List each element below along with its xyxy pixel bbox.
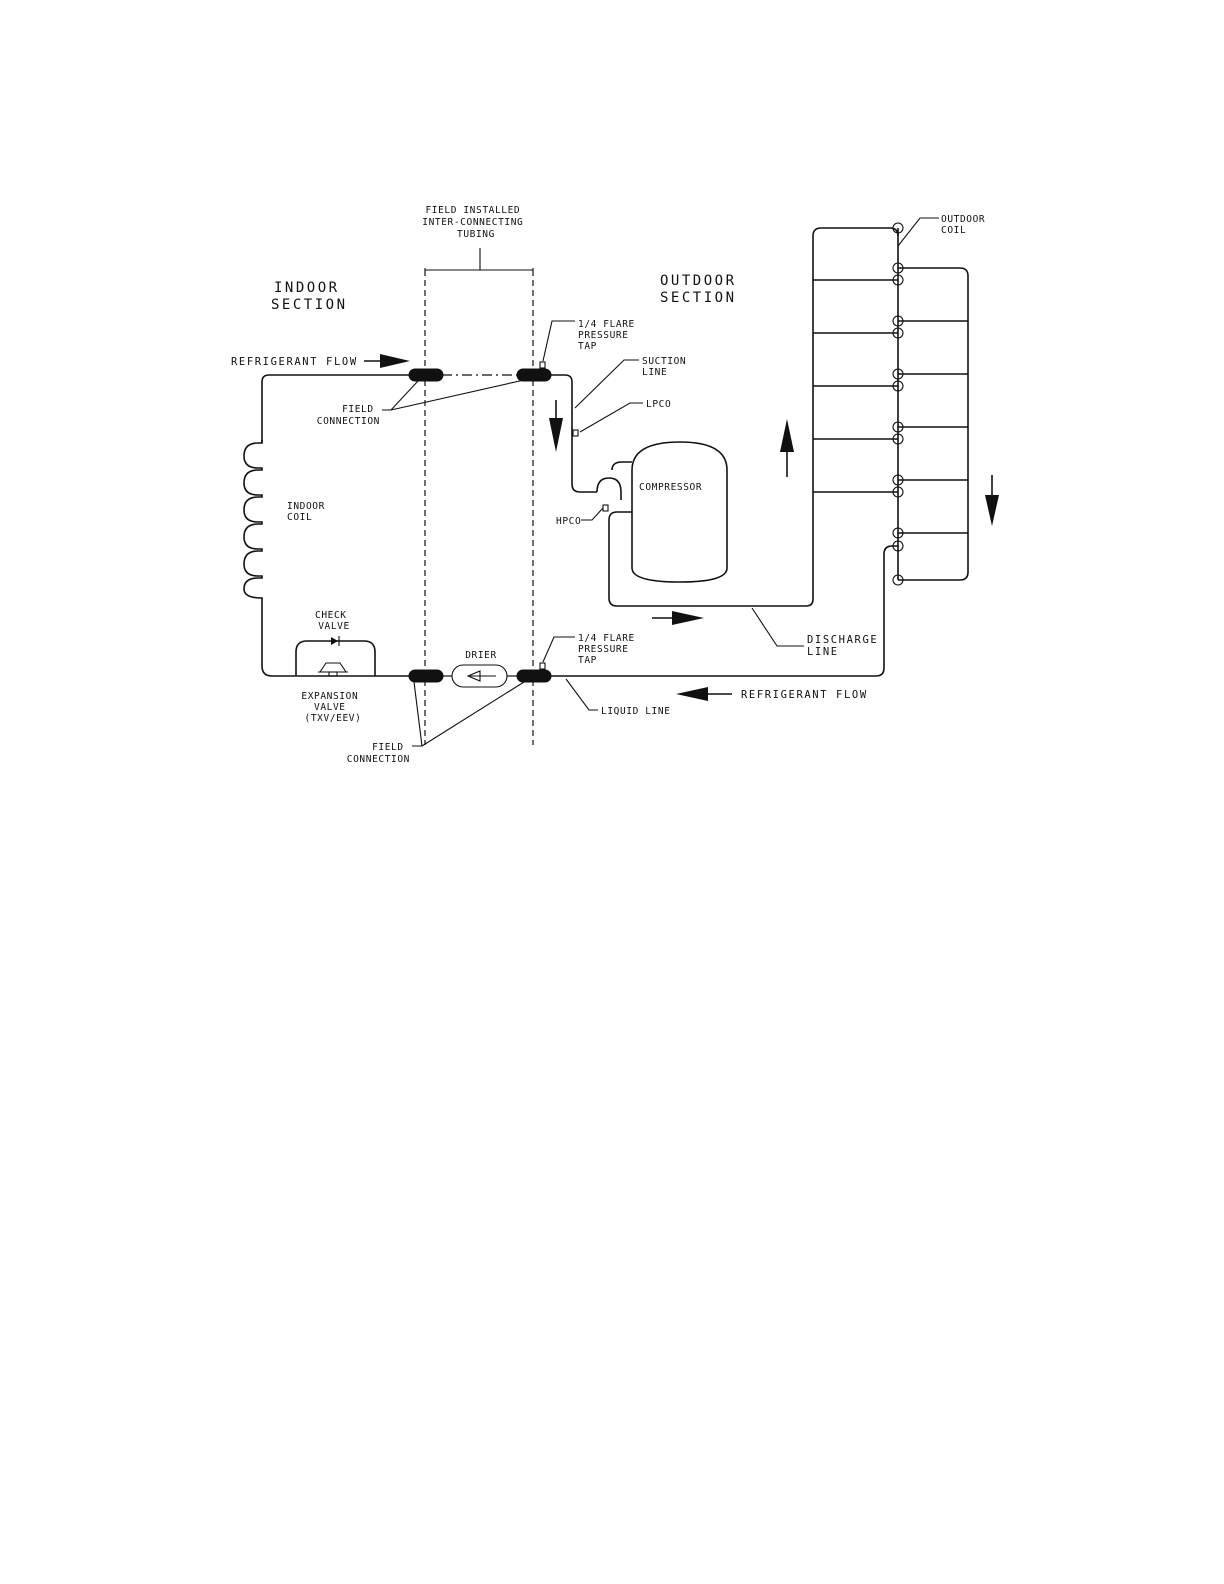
compressor: [572, 227, 899, 607]
field-connection-top-leader-2: [390, 379, 525, 411]
drier-label: DRIER: [465, 650, 497, 661]
check-valve-bypass: [295, 640, 376, 676]
refrigerant-flow-arrow-bottom: [676, 687, 732, 701]
field-connection-fitting-bottom-left: [408, 669, 444, 683]
accumulator-inlet: [596, 477, 622, 500]
outdoor-coil: [813, 222, 969, 586]
field-connection-bottom-label: FIELD CONNECTION: [347, 742, 410, 765]
discharge-flow-arrow: [652, 611, 704, 625]
pressure-tap-bottom: [539, 662, 546, 670]
outdoor-coil-leader: [897, 217, 939, 247]
liquid-line-pipe: [550, 545, 898, 677]
suction-line-pipe: [550, 374, 597, 493]
indoor-suction-pipe: [261, 374, 412, 440]
field-connection-fitting-bottom-right: [516, 669, 552, 683]
check-valve-icon: [331, 637, 338, 645]
outdoor-up-arrow: [780, 419, 794, 477]
field-connection-bottom-leader-1: [412, 681, 423, 747]
drier-flow-arrow-head: [466, 670, 481, 682]
indoor-section-label: INDOOR SECTION: [271, 280, 351, 313]
outdoor-coil-label: OUTDOOR COIL: [941, 214, 992, 236]
refrigerant-flow-arrow-top: [364, 354, 410, 368]
indoor-coil: [243, 440, 412, 677]
pressure-tap-top: [539, 361, 546, 369]
refrigerant-flow-top-label: REFRIGERANT FLOW: [231, 356, 358, 368]
pressure-tap-top-label: 1/4 FLARE PRESSURE TAP: [578, 319, 641, 352]
lpco-leader: [579, 402, 643, 433]
field-connection-fitting-top-left: [408, 368, 444, 382]
discharge-line-pipe: [608, 227, 899, 607]
discharge-line-leader: [751, 607, 804, 647]
hpco-switch: [602, 504, 609, 512]
field-installed-bracket: [424, 248, 534, 745]
liquid-line-label: LIQUID LINE: [601, 706, 671, 717]
outdoor-section-label: OUTDOOR SECTION: [660, 273, 747, 306]
expansion-valve-label: EXPANSION VALVE (TXV/EEV): [301, 691, 364, 724]
pressure-tap-top-leader: [542, 320, 575, 362]
lpco-switch: [572, 429, 579, 437]
compressor-label: COMPRESSOR: [639, 482, 702, 493]
suction-flow-down-arrow: [549, 400, 563, 452]
hpco-leader: [581, 507, 604, 521]
discharge-line-label: DISCHARGE LINE: [807, 634, 886, 658]
hpco-label: HPCO: [556, 516, 581, 527]
field-connection-fitting-top-right: [516, 368, 552, 382]
expansion-valve-icon: [318, 662, 348, 677]
outdoor-down-arrow: [985, 475, 999, 526]
refrigerant-flow-bottom-label: REFRIGERANT FLOW: [741, 689, 868, 701]
field-connection-top-label: FIELD CONNECTION: [317, 404, 380, 427]
suction-line-leader: [574, 359, 639, 409]
pressure-tap-bottom-leader: [542, 636, 575, 663]
check-valve-label: CHECK VALVE: [315, 610, 353, 632]
pressure-tap-bottom-label: 1/4 FLARE PRESSURE TAP: [578, 633, 641, 666]
liquid-line-leader: [565, 678, 598, 711]
field-installed-label: FIELD INSTALLED INTER-CONNECTING TUBING: [422, 205, 529, 240]
indoor-coil-label: INDOOR COIL: [287, 501, 331, 523]
lpco-label: LPCO: [646, 399, 671, 410]
suction-line-label: SUCTION LINE: [642, 356, 693, 378]
field-connection-bottom-leader-2: [421, 681, 525, 747]
